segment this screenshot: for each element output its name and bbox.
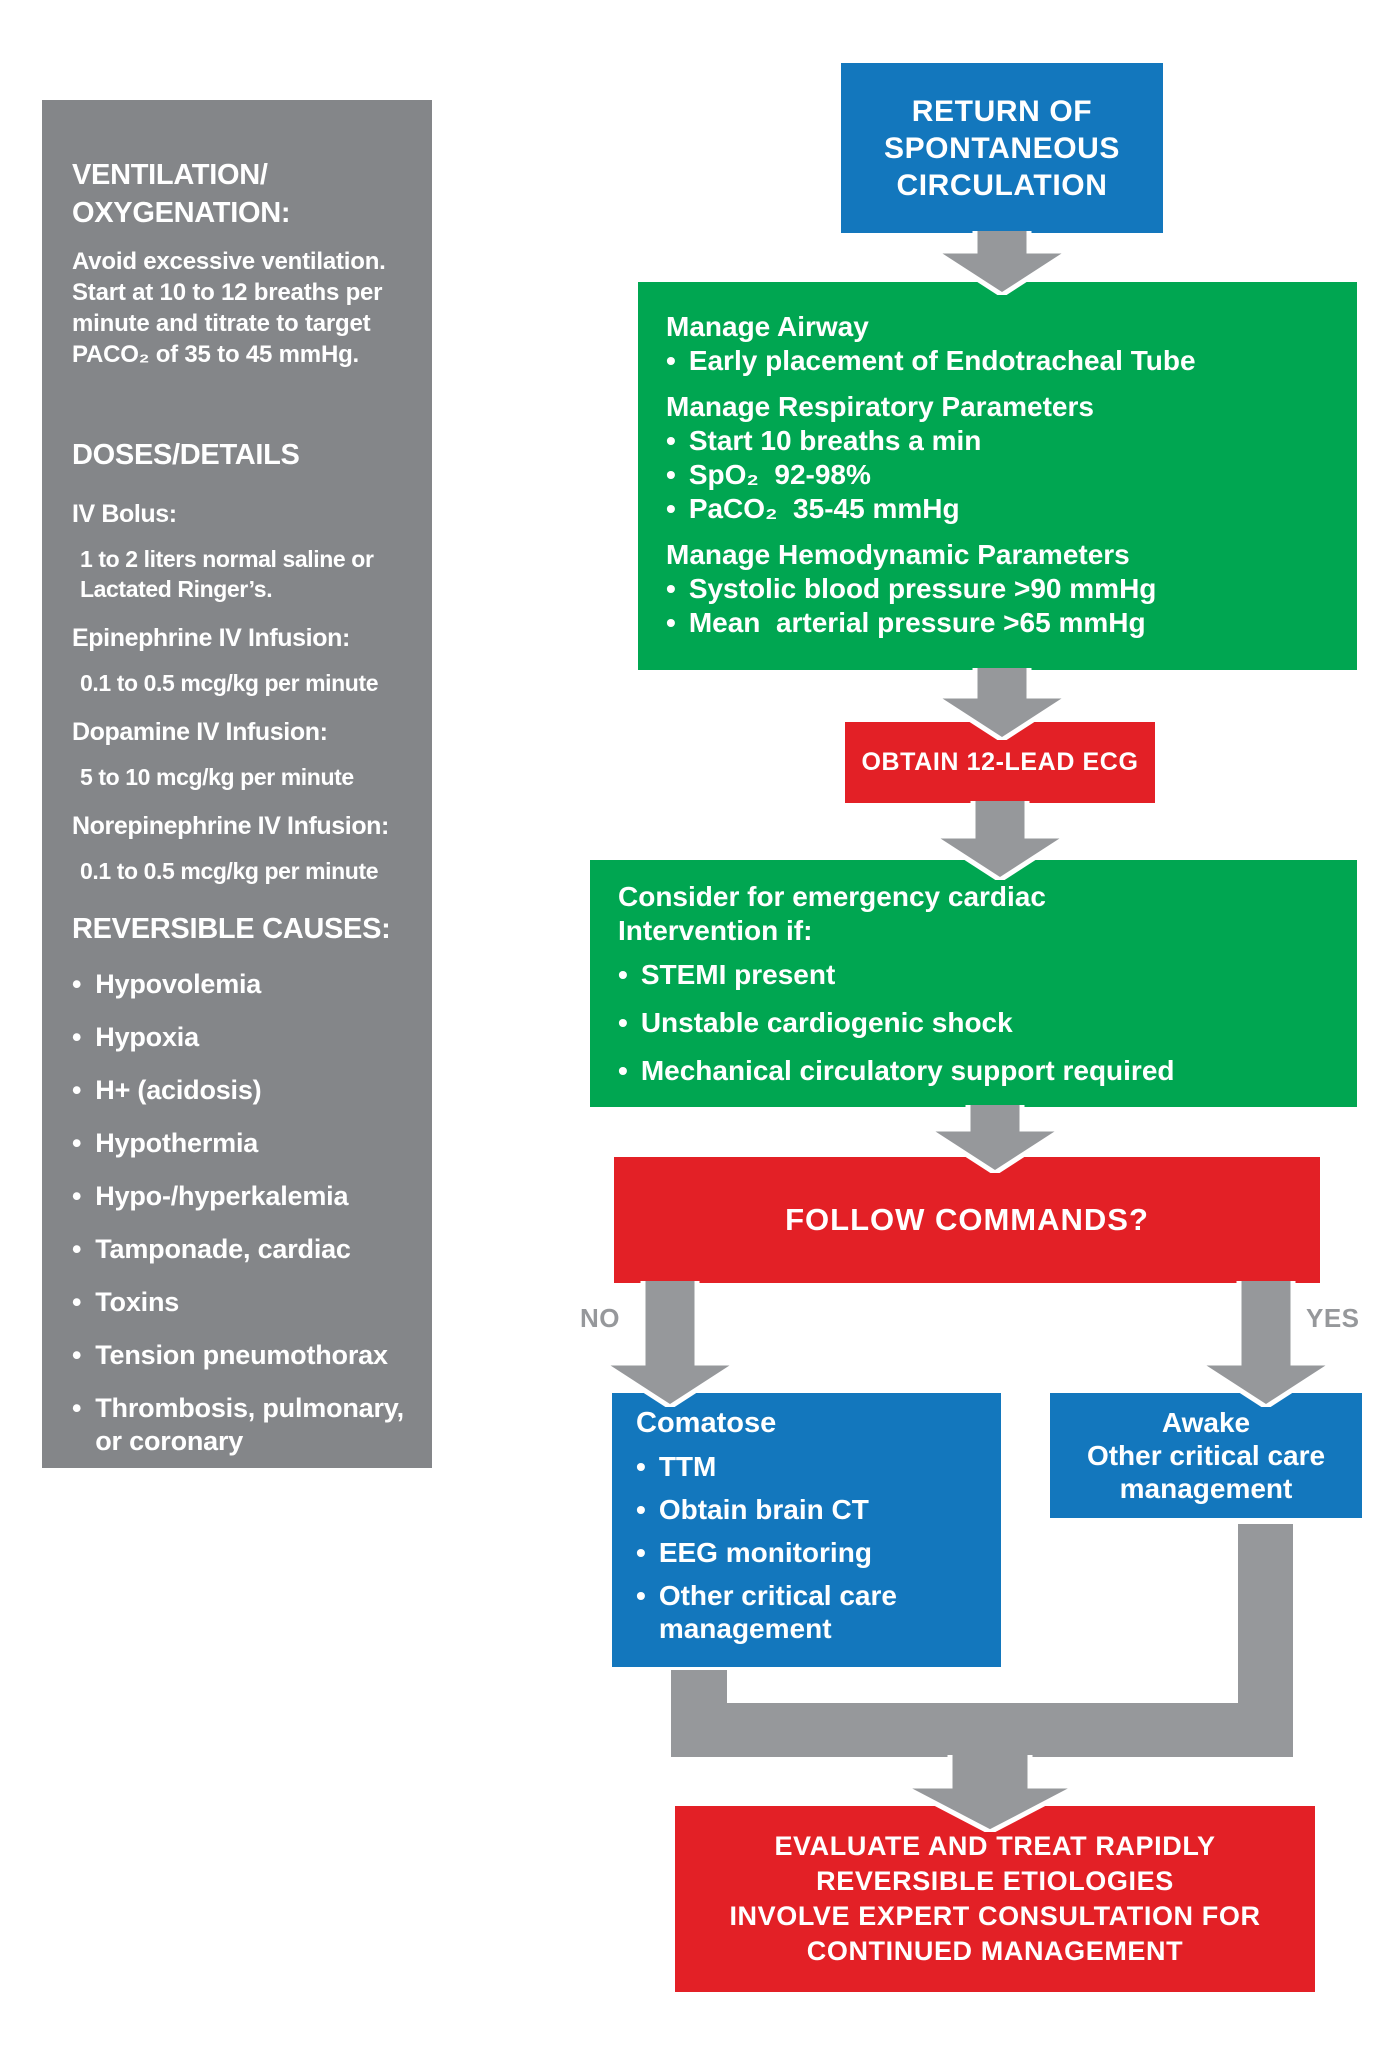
respiratory-bullet: •PaCO₂ 35-45 mmHg: [666, 493, 960, 524]
cause-item: •H+ (acidosis): [72, 1075, 262, 1105]
intervention-bullet: •STEMI present: [618, 959, 836, 990]
dose-label-iv-bolus: IV Bolus:: [72, 500, 177, 528]
merge-arrow-icon: [902, 1755, 1078, 1832]
comatose-bullet: •Other critical care management: [636, 1580, 905, 1644]
bullet-icon: •: [618, 959, 628, 990]
hemodynamic-bullet: •Mean arterial pressure >65 mmHg: [666, 607, 1146, 638]
bullet-icon: •: [636, 1537, 646, 1568]
hemodynamic-bullet: •Systolic blood pressure >90 mmHg: [666, 573, 1157, 604]
ventilation-text: Avoid excessive ventilation. Start at 10…: [72, 248, 386, 368]
bullet-icon: •: [636, 1494, 646, 1525]
bullet-icon: •: [72, 1287, 82, 1317]
bullet-icon: •: [666, 607, 676, 638]
cause-item: •Thrombosis, pulmonary, or coronary: [72, 1393, 404, 1456]
no-label: NO: [580, 1303, 620, 1333]
respiratory-bullet: •Start 10 breaths a min: [666, 425, 982, 456]
rosc-box: RETURN OF SPONTANEOUS CIRCULATION: [841, 63, 1163, 233]
intervention-box: Consider for emergency cardiac Intervent…: [590, 860, 1357, 1107]
cause-item: •Hypoxia: [72, 1022, 199, 1052]
dose-detail-norepinephrine: 0.1 to 0.5 mcg/kg per minute: [80, 858, 379, 884]
comatose-box: Comatose •TTM •Obtain brain CT •EEG moni…: [612, 1393, 1001, 1667]
no-arrow-icon: [602, 1281, 738, 1407]
yes-label: YES: [1306, 1303, 1360, 1333]
doses-heading: DOSES/DETAILS: [72, 439, 300, 471]
intervention-bullet: •Mechanical circulatory support required: [618, 1055, 1175, 1086]
comatose-bullet: •Obtain brain CT: [636, 1494, 869, 1525]
sidebar-panel: VENTILATION/ OXYGENATION: Avoid excessiv…: [42, 100, 432, 1468]
intervention-heading: Consider for emergency cardiac Intervent…: [618, 881, 1046, 946]
dose-label-dopamine: Dopamine IV Infusion:: [72, 718, 328, 746]
bullet-icon: •: [666, 493, 676, 524]
dose-detail-dopamine: 5 to 10 mcg/kg per minute: [80, 764, 354, 790]
respiratory-bullet: •SpO₂ 92-98%: [666, 459, 871, 490]
arrow-down-icon: [927, 1105, 1063, 1173]
cause-item: •Hypothermia: [72, 1128, 259, 1158]
bullet-icon: •: [72, 1234, 82, 1264]
airway-bullet: •Early placement of Endotracheal Tube: [666, 345, 1196, 376]
arrow-down-icon: [932, 801, 1068, 880]
airway-heading: Manage Airway: [666, 311, 869, 342]
bullet-icon: •: [72, 1393, 82, 1423]
manage-box: Manage Airway •Early placement of Endotr…: [638, 282, 1357, 670]
bullet-icon: •: [618, 1055, 628, 1086]
dose-detail-iv-bolus: 1 to 2 liters normal saline or Lactated …: [80, 546, 374, 602]
respiratory-heading: Manage Respiratory Parameters: [666, 391, 1094, 422]
cause-item: •Tension pneumothorax: [72, 1340, 388, 1370]
arrow-down-icon: [934, 668, 1070, 740]
dose-label-norepinephrine: Norepinephrine IV Infusion:: [72, 812, 389, 840]
bullet-icon: •: [636, 1451, 646, 1482]
comatose-bullet: •TTM: [636, 1451, 717, 1482]
hemodynamic-heading: Manage Hemodynamic Parameters: [666, 539, 1130, 570]
dose-label-epinephrine: Epinephrine IV Infusion:: [72, 624, 350, 652]
final-box: EVALUATE AND TREAT RAPIDLY REVERSIBLE ET…: [675, 1806, 1315, 1992]
cause-item: •Hypo-/hyperkalemia: [72, 1181, 349, 1211]
arrow-down-icon: [934, 231, 1070, 295]
bullet-icon: •: [636, 1580, 646, 1611]
comatose-bullet: •EEG monitoring: [636, 1537, 872, 1568]
bullet-icon: •: [72, 1340, 82, 1370]
bullet-icon: •: [618, 1007, 628, 1038]
cause-item: •Hypovolemia: [72, 969, 262, 999]
bullet-icon: •: [666, 345, 676, 376]
bullet-icon: •: [72, 1181, 82, 1211]
bullet-icon: •: [666, 459, 676, 490]
intervention-bullet: •Unstable cardiogenic shock: [618, 1007, 1013, 1038]
follow-commands-box: FOLLOW COMMANDS?: [614, 1157, 1320, 1283]
bullet-icon: •: [666, 573, 676, 604]
cause-item: •Tamponade, cardiac: [72, 1234, 351, 1264]
awake-box: Awake Other critical care management: [1050, 1393, 1362, 1518]
bullet-icon: •: [666, 425, 676, 456]
cause-item: •Toxins: [72, 1287, 180, 1317]
bullet-icon: •: [72, 1128, 82, 1158]
yes-arrow-icon: [1198, 1281, 1334, 1407]
comatose-heading: Comatose: [636, 1407, 777, 1439]
bullet-icon: •: [72, 969, 82, 999]
reversible-causes-heading: REVERSIBLE CAUSES:: [72, 913, 391, 945]
connector-horizontal: [671, 1703, 1293, 1757]
bullet-icon: •: [72, 1022, 82, 1052]
bullet-icon: •: [72, 1075, 82, 1105]
ventilation-heading: VENTILATION/ OXYGENATION:: [72, 159, 291, 229]
dose-detail-epinephrine: 0.1 to 0.5 mcg/kg per minute: [80, 670, 379, 696]
